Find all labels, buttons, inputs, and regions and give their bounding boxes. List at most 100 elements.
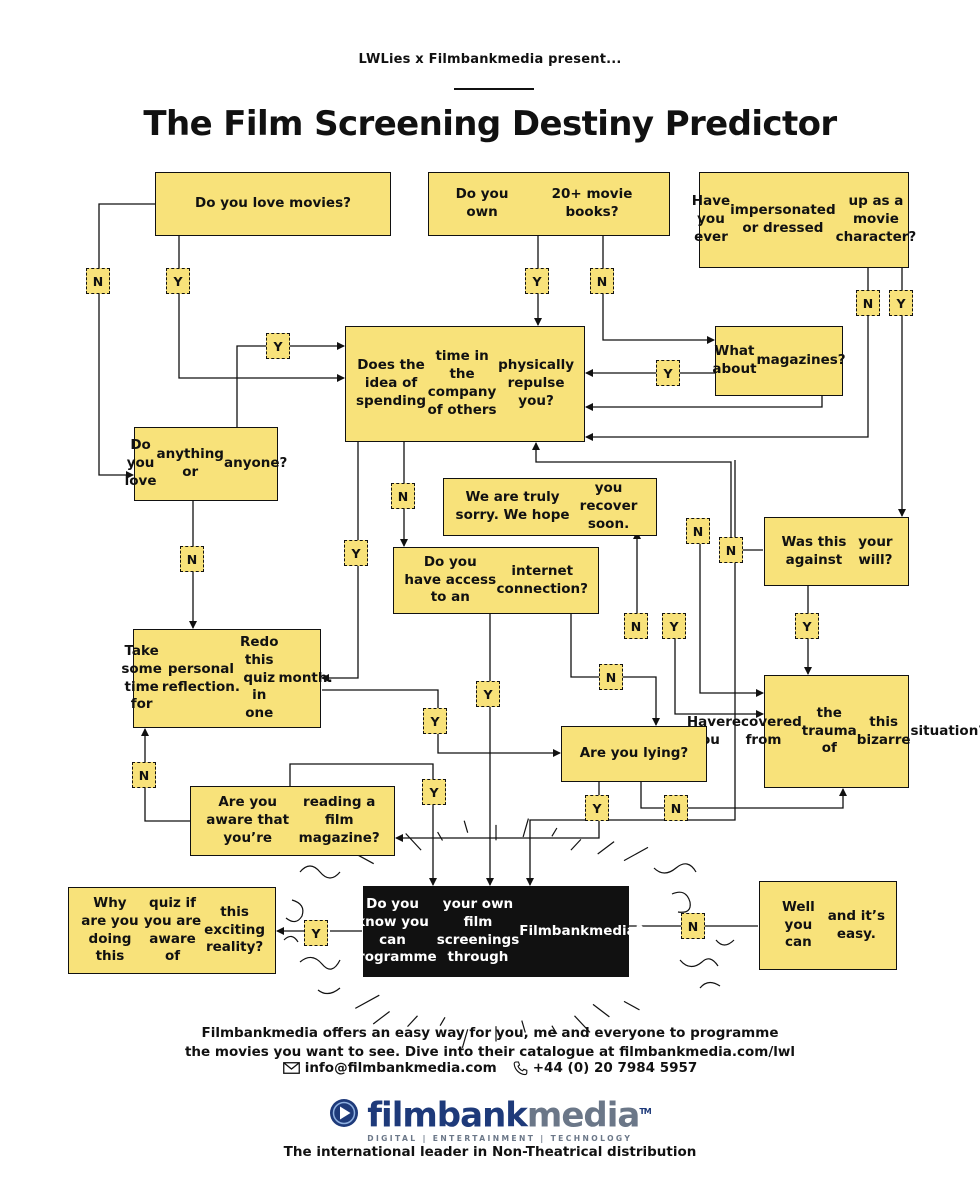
phone-icon	[513, 1060, 528, 1075]
burst-stroke	[407, 1015, 418, 1028]
answer-badge-no: N	[664, 795, 688, 821]
burst-stroke	[574, 1015, 591, 1033]
node-are-you-lying: Are you lying?	[561, 726, 707, 782]
play-circle-icon	[330, 1099, 359, 1127]
answer-badge-no: N	[681, 913, 705, 939]
connector-line	[322, 689, 439, 708]
email-text[interactable]: info@filmbankmedia.com	[304, 1060, 497, 1076]
envelope-icon	[282, 1062, 300, 1074]
filmbankmedia-logo: filmbankmediaTM DIGITAL | ENTERTAINMENT …	[0, 1094, 980, 1143]
answer-badge-yes: Y	[656, 360, 680, 386]
burst-stroke	[521, 1020, 526, 1033]
connector-line	[585, 316, 869, 441]
answer-badge-no: N	[686, 518, 710, 544]
burst-stroke	[597, 841, 615, 855]
contact-email[interactable]: info@filmbankmedia.com	[282, 1060, 497, 1076]
answer-badge-yes: Y	[585, 795, 609, 821]
connector-line	[640, 782, 664, 809]
connector-line	[98, 203, 155, 268]
answer-badge-no: N	[86, 268, 110, 294]
answer-badge-no: N	[719, 537, 743, 563]
answer-badge-yes: Y	[525, 268, 549, 294]
burst-squiggle	[285, 899, 304, 923]
answer-badge-no: N	[590, 268, 614, 294]
connector-line	[289, 763, 434, 786]
burst-stroke	[461, 1029, 469, 1048]
logo-wordmark: filmbankmediaTM	[367, 1095, 652, 1136]
answer-badge-no: N	[391, 483, 415, 509]
answer-badge-yes: Y	[889, 290, 913, 316]
answer-badge-yes: Y	[795, 613, 819, 639]
burst-squiggle	[671, 891, 691, 913]
answer-badge-yes: Y	[166, 268, 190, 294]
connector-line	[602, 294, 715, 344]
connector-line	[688, 788, 847, 809]
connector-line	[623, 676, 660, 726]
burst-squiggle	[317, 987, 341, 995]
burst-stroke	[522, 818, 529, 838]
presenter-line: LWLies x Filmbankmedia present...	[358, 52, 622, 67]
footer-description-line-2: the movies you want to see. Dive into th…	[184, 1044, 796, 1060]
burst-stroke	[355, 994, 380, 1009]
burst-stroke	[551, 827, 558, 837]
answer-badge-yes: Y	[476, 681, 500, 707]
answer-badge-no: N	[856, 290, 880, 316]
burst-stroke	[463, 820, 469, 833]
burst-stroke	[439, 1016, 446, 1027]
burst-stroke	[623, 846, 649, 862]
burst-squiggle	[299, 956, 341, 970]
connector-line	[178, 294, 345, 382]
connector-line	[699, 544, 764, 697]
page-title: The Film Screening Destiny Predictor	[143, 104, 837, 144]
burst-stroke	[570, 838, 582, 851]
connector-line	[570, 614, 599, 678]
burst-stroke	[592, 1003, 610, 1018]
burst-stroke	[372, 1011, 390, 1025]
node-love-movies: Do you love movies?	[155, 172, 391, 236]
burst-squiggle	[283, 935, 299, 943]
burst-squiggle	[653, 863, 697, 874]
contact-phone[interactable]: +44 (0) 20 7984 5957	[513, 1060, 698, 1076]
burst-stroke	[405, 833, 422, 851]
connector-line	[585, 396, 823, 411]
footer-tagline: The international leader in Non-Theatric…	[283, 1144, 697, 1160]
answer-badge-yes: Y	[423, 708, 447, 734]
title-divider	[454, 88, 534, 90]
connector-line	[532, 442, 732, 537]
connector-line	[437, 734, 561, 757]
burst-squiggle	[679, 958, 719, 968]
answer-badge-no: N	[132, 762, 156, 788]
phone-text[interactable]: +44 (0) 20 7984 5957	[532, 1060, 698, 1076]
burst-squiggle	[299, 865, 341, 879]
burst-stroke	[623, 1000, 640, 1011]
burst-stroke	[437, 831, 444, 841]
connector-line	[395, 821, 600, 842]
connector-line	[674, 639, 764, 718]
answer-badge-yes: Y	[304, 920, 328, 946]
connector-line	[526, 460, 736, 886]
answer-badge-no: N	[180, 546, 204, 572]
burst-squiggle	[715, 939, 735, 946]
connector-line	[321, 566, 359, 682]
footer-description-line-1: Filmbankmedia offers an easy way for you…	[201, 1025, 779, 1041]
connector-line	[98, 294, 134, 479]
answer-badge-yes: Y	[266, 333, 290, 359]
answer-badge-no: N	[624, 613, 648, 639]
burst-stroke	[357, 854, 374, 865]
burst-stroke	[551, 1025, 558, 1035]
connector-line	[236, 345, 266, 427]
answer-badge-yes: Y	[422, 779, 446, 805]
